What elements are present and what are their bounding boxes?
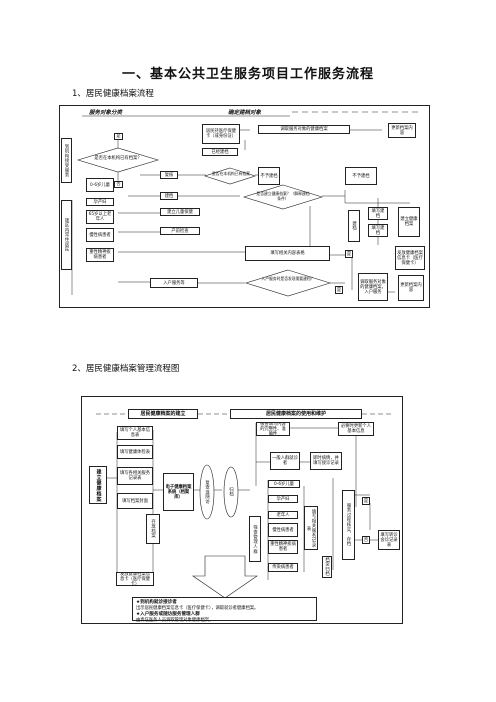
box-group-chronic: 慢性病患者 xyxy=(86,228,114,242)
box-update-basic-info: 必要时更新个人基本信息 xyxy=(338,422,374,436)
box-mental: 重性精神疾病患者 xyxy=(268,540,298,554)
box-store-record: 存放档案 xyxy=(146,514,160,544)
box-build: 建档 xyxy=(160,192,178,200)
box-fill-checkup: 填写健康体检表 xyxy=(117,445,153,459)
box-build-record-vertical: 建立健康档案 xyxy=(89,466,107,504)
header-target: 确定建档对象 xyxy=(228,110,262,116)
box-confirm-record: 已经建档 xyxy=(202,148,238,156)
box-return-archive: 档案归档 xyxy=(322,556,332,578)
legend-title-1: ★到机构就诊接诊者 xyxy=(136,600,177,605)
box-no-build-2: 不予建档 xyxy=(345,167,377,185)
box-record-diagnosis: 即时病情，并填写接诊记录 xyxy=(310,452,342,470)
box-group-pregnant: 孕产妇 xyxy=(86,198,114,206)
box-prenatal-check: 产前检查 xyxy=(160,227,200,235)
box-show-card: 居民持医疗保健卡（或身份证） xyxy=(202,124,240,144)
box-pregnant: 孕产妇 xyxy=(268,495,298,503)
section1-heading: 1、居民健康档案流程 xyxy=(72,89,154,99)
decision-have-record-2: 是否在本机构已有档案 xyxy=(212,171,250,176)
box-screening-vertical: 筛查管理人群 xyxy=(249,516,261,562)
box-child-health: 建立儿童保健 xyxy=(160,208,200,216)
header-record-build: 居民健康档案的建立 xyxy=(128,409,198,419)
box-fill-forms: 填写相关内容表格 xyxy=(245,246,330,261)
box-yes-3: 是 xyxy=(335,286,343,294)
box-fill-mgmt: 填写相关服务记录表 xyxy=(304,506,318,550)
box-fill-1: 填写建档 xyxy=(368,207,388,220)
box-service-verify: 服务过程核实、存档 xyxy=(342,490,355,560)
header-client-category: 服务对象分类 xyxy=(89,110,123,116)
box-fill-2: 填写建档 xyxy=(368,224,388,237)
box-group-mental: 重性精神疾病患者 xyxy=(86,248,114,262)
box-fill-basic-info: 填写个人基本信息表 xyxy=(117,426,153,440)
legend-line-2: 由责任医务人员调取管理对象健康档案。 xyxy=(136,618,214,623)
box-yes-s2: 是 xyxy=(362,497,370,505)
box-fill-cover: 填写档案封面 xyxy=(117,493,153,509)
header-record-use: 居民健康档案的使用和维护 xyxy=(230,409,362,419)
box-infectious: 传染病患者 xyxy=(268,563,298,572)
box-group-children: 0-6岁儿童 xyxy=(86,178,114,192)
flowchart-1 xyxy=(59,105,430,308)
box-electronic-system: 电子健康档案系统（档案库） xyxy=(163,473,194,511)
box-home-service: 入户服务等 xyxy=(150,278,198,288)
box-verify-content: 核查填写内容的完整性、准确性 xyxy=(256,422,290,436)
box-recheck: 复核 xyxy=(160,171,178,179)
decision-have-record: 是否在本机构已有档案？ xyxy=(94,156,142,161)
box-resident-population: 辖区内常住居民 xyxy=(61,200,72,270)
box-no-build: 不予建档 xyxy=(258,167,280,185)
box-visit-institution: 到机构接受服务 xyxy=(61,138,72,183)
box-yes-1: 是 xyxy=(114,133,123,140)
box-update-content: 更新档案内容 xyxy=(388,123,416,138)
section2-heading: 2、居民健康档案管理流程图 xyxy=(72,364,180,374)
box-pull-record: 调取服务对象的健康档案 xyxy=(258,125,350,134)
box-build-health: 建立健康档案 xyxy=(398,207,420,237)
box-child: 0-6岁儿童 xyxy=(268,480,300,488)
box-referral-record: 填写转诊会诊记录表 xyxy=(378,530,400,550)
page-title: 一、基本公共卫生服务项目工作服务流程 xyxy=(121,67,374,82)
decision-home-visit: 入户服务时是否发现需要建档？ xyxy=(261,276,315,281)
legend-line-1: 出示居民健康档案信息卡（医疗保健卡），调取就诊者健康档案。 xyxy=(136,606,259,611)
label-review: 复查或随访 xyxy=(204,480,210,504)
box-general-patients: 一般人群就诊者 xyxy=(270,452,300,470)
legend-box: ★到机构就诊接诊者 出示居民健康档案信息卡（医疗保健卡），调取就诊者健康档案。 … xyxy=(132,597,317,623)
box-chronic: 慢性病患者 xyxy=(268,523,298,537)
box-issue-card-2: 发放健康档案信息卡（医疗保健卡） xyxy=(116,572,154,586)
box-issue-card: 发放健康档案信息卡（医疗保健卡） xyxy=(395,246,425,270)
box-group-elderly: 65岁以上老年人 xyxy=(86,210,114,224)
box-update-content-2: 更新档案内容 xyxy=(398,275,424,301)
flowchart-2 xyxy=(81,396,403,624)
box-pull-record-2: 调取服务对象的健康档案，入户服务 xyxy=(358,273,388,301)
box-sidebar-build: 建档 xyxy=(348,210,360,242)
box-fill-service-records: 填写各相关服务记录表 xyxy=(117,467,153,485)
label-archive: 归档 xyxy=(228,487,234,497)
box-no-1: 否 xyxy=(114,181,123,188)
box-yes-2: 是 xyxy=(345,250,353,258)
legend-title-2: ★入户服务或随访服务管理人群 xyxy=(136,612,200,617)
box-elderly: 老年人 xyxy=(268,511,298,519)
decision-build-record: 是否建立健康档案？（解释建档条件） xyxy=(256,191,310,201)
box-no-s2: 否 xyxy=(362,536,370,544)
